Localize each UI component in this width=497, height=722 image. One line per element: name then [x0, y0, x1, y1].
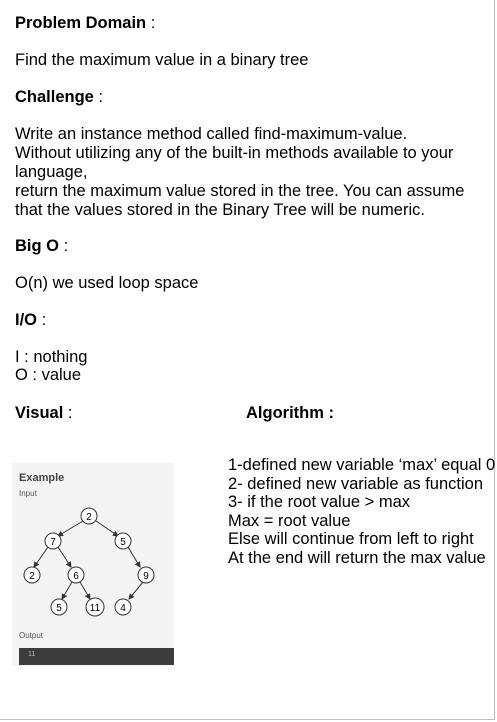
tree-node: 4: [114, 598, 132, 616]
svg-text:9: 9: [143, 571, 149, 582]
tree-node: 2: [23, 566, 41, 584]
tree-node: 7: [44, 532, 62, 550]
tree-edge: [57, 546, 72, 568]
example-figure: Example Input 2 7 5 2: [12, 463, 174, 666]
challenge-heading-line: Challenge :: [15, 88, 103, 107]
visual-heading: Visual: [15, 404, 64, 422]
problem-domain-heading: Problem Domain: [15, 14, 147, 32]
figure-output-label: Output: [19, 631, 44, 640]
svg-text:4: 4: [120, 603, 126, 614]
svg-text:6: 6: [73, 571, 79, 582]
visual-colon: :: [63, 404, 73, 422]
algorithm-step: 3- if the root value > max: [228, 493, 411, 512]
io-input-line: I : nothing: [15, 348, 88, 366]
algorithm-step: Else will continue from left to right: [228, 530, 474, 549]
svg-text:2: 2: [86, 512, 92, 523]
challenge-colon: :: [93, 88, 104, 106]
big-o-heading: Big O: [15, 237, 59, 255]
figure-output-value: 11: [28, 651, 36, 658]
figure-output-bar: 11: [19, 648, 174, 665]
tree-edge: [79, 581, 91, 600]
algorithm-step: Max = root value: [228, 511, 351, 530]
algorithm-heading: Algorithm :: [246, 404, 334, 422]
binary-tree-diagram: 2 7 5 2 6 9 5 11: [23, 507, 155, 617]
io-heading: I/O: [15, 311, 38, 329]
svg-text:7: 7: [50, 537, 56, 548]
tree-edge: [95, 520, 119, 537]
svg-text:5: 5: [120, 537, 126, 548]
big-o-colon: :: [59, 237, 69, 255]
challenge-line: Write an instance method called find-max…: [15, 125, 408, 143]
tree-node: 2: [80, 507, 98, 525]
problem-domain-text: Find the maximum value in a binary tree: [15, 51, 309, 69]
svg-text:11: 11: [90, 603, 101, 614]
algorithm-step: 2- defined new variable as function: [228, 474, 483, 493]
tree-node: 11: [85, 597, 105, 617]
tree-edge: [57, 520, 84, 537]
io-output-line: O : value: [15, 366, 82, 384]
svg-text:2: 2: [29, 571, 35, 582]
problem-domain-colon: :: [146, 14, 156, 32]
challenge-line: return the maximum value stored in the t…: [15, 182, 465, 200]
tree-edge: [127, 546, 141, 568]
big-o-text: O(n) we used loop space: [15, 274, 199, 292]
tree-edge: [33, 546, 49, 568]
io-colon: :: [37, 311, 47, 329]
svg-text:5: 5: [56, 603, 62, 614]
tree-node: 9: [137, 566, 155, 584]
tree-node: 5: [50, 598, 68, 616]
figure-title: Example: [19, 472, 65, 484]
tree-node: 6: [67, 566, 85, 584]
challenge-line: that the values stored in the Binary Tre…: [15, 201, 425, 219]
figure-input-label: Input: [19, 489, 37, 498]
challenge-line: language,: [15, 163, 88, 181]
tree-edge: [128, 581, 144, 600]
io-heading-line: I/O :: [15, 311, 46, 330]
algorithm-step: At the end will return the max value: [228, 548, 486, 567]
challenge-line: Without utilizing any of the built-in me…: [15, 144, 454, 162]
algorithm-step: 1-defined new variable ‘max’ equal 0: [228, 456, 496, 474]
tree-edge: [61, 581, 73, 600]
challenge-text: Write an instance method called find-max…: [15, 125, 485, 220]
tree-node: 5: [114, 532, 132, 550]
problem-domain-heading-line: Problem Domain :: [15, 14, 155, 33]
challenge-heading: Challenge: [15, 88, 94, 106]
big-o-heading-line: Big O :: [15, 237, 68, 256]
algorithm-steps: 1-defined new variable ‘max’ equal 0 2- …: [228, 456, 495, 568]
visual-heading-line: Visual :: [15, 404, 72, 423]
